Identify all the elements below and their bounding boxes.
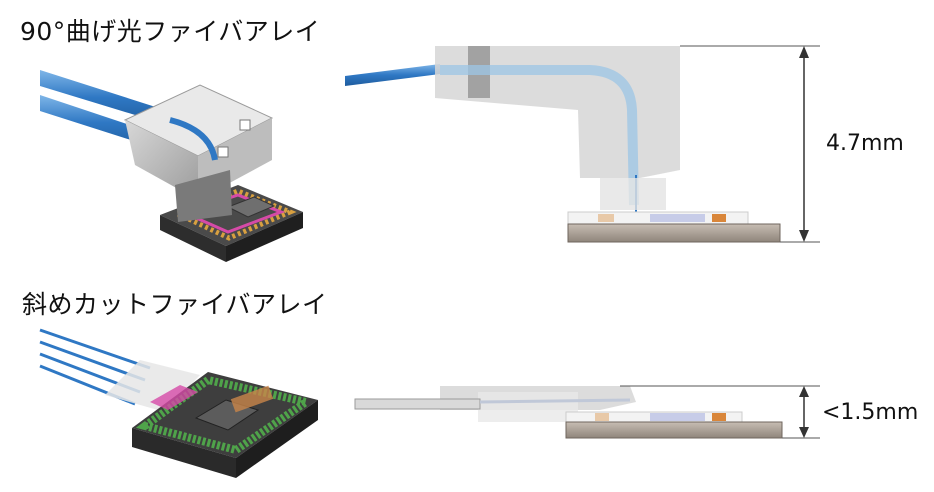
orange-components xyxy=(230,385,274,413)
title-90deg-bent-fiber-array: 90°曲げ光ファイバアレイ xyxy=(20,17,321,46)
bent-fiber-core xyxy=(440,65,639,206)
board xyxy=(567,223,781,243)
pad-right xyxy=(712,214,726,222)
magenta-region xyxy=(150,385,198,410)
height-label-angle-cut: <1.5mm xyxy=(822,400,919,425)
package-side-right xyxy=(226,212,303,262)
height-label-bent: 4.7mm xyxy=(826,131,904,156)
board-side-right xyxy=(236,400,318,478)
pad-left-flat xyxy=(595,413,609,421)
fiber-1 xyxy=(39,328,151,370)
fiber-tube xyxy=(354,398,481,410)
board-flat xyxy=(565,421,783,439)
title-angle-cut-fiber-array: 斜めカットファイバアレイ xyxy=(22,290,328,319)
fiber-side-incoming xyxy=(345,64,440,86)
housing-stem xyxy=(600,178,666,210)
board-side-left xyxy=(132,428,236,478)
bent-fiber-side-view xyxy=(345,45,820,243)
dim-arrow-down xyxy=(799,230,809,242)
alignment-hole-2 xyxy=(217,146,229,158)
package-top xyxy=(160,185,303,246)
fiber-ribbon-upper xyxy=(40,70,168,125)
connector-front xyxy=(125,120,198,200)
chip xyxy=(226,196,276,218)
angle-cut-side-view xyxy=(354,385,820,439)
pad-right-flat xyxy=(712,413,726,421)
dim-arrow-up xyxy=(799,46,809,58)
alignment-hole-1 xyxy=(239,119,251,131)
housing-lower xyxy=(478,392,578,422)
angle-cut-fiber-3d-render xyxy=(39,328,318,478)
bent-fiber-3d-render xyxy=(40,70,303,262)
chip-die-flat xyxy=(650,413,705,421)
pad-left xyxy=(598,214,614,222)
dim2-arrow-up xyxy=(799,386,809,397)
fiber-bend-inside xyxy=(169,117,218,161)
package-side-left xyxy=(160,215,226,262)
chip-die xyxy=(650,214,705,222)
fiber-core-flat xyxy=(479,398,631,404)
connector-stem xyxy=(175,170,232,222)
dim2-arrow-down xyxy=(799,427,809,438)
